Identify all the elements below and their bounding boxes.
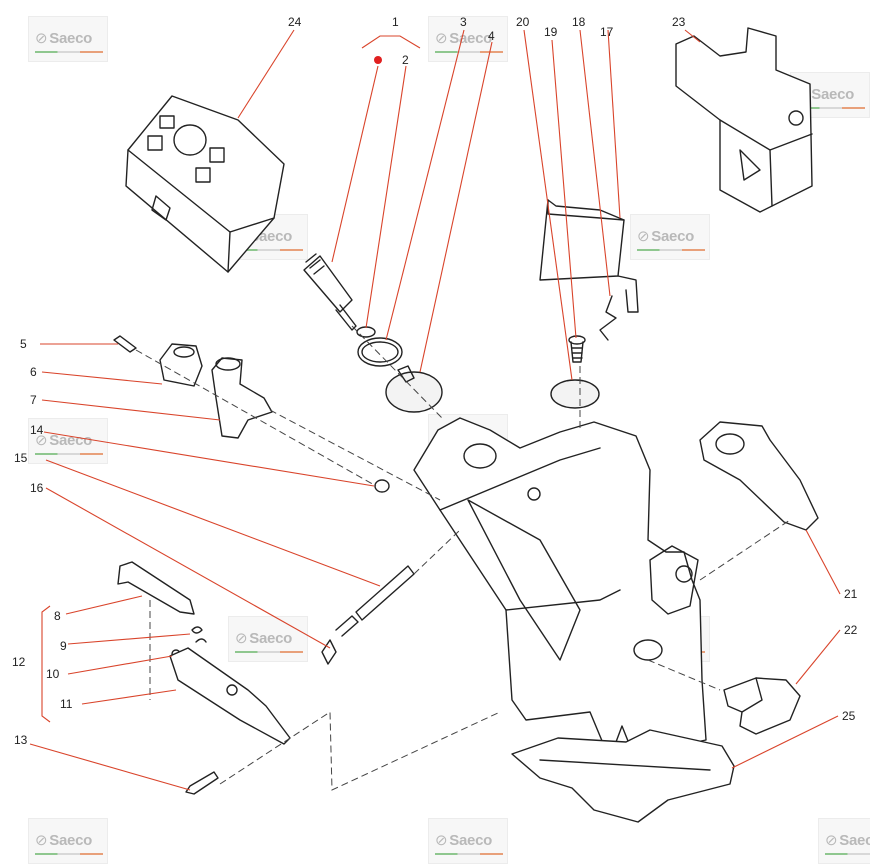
callout-2: 2 bbox=[402, 53, 409, 67]
part-15-pin bbox=[355, 565, 415, 621]
leader-4 bbox=[419, 41, 493, 373]
part-2-small-o-ring bbox=[356, 326, 376, 338]
callout-24: 24 bbox=[288, 15, 302, 29]
callout-10: 10 bbox=[46, 667, 60, 681]
callout-9: 9 bbox=[60, 639, 67, 653]
callout-14: 14 bbox=[30, 423, 44, 437]
saeco-watermark: Saeco bbox=[228, 616, 308, 662]
leader-20 bbox=[523, 29, 573, 381]
callout-19: 19 bbox=[544, 25, 558, 39]
callout-7: 7 bbox=[30, 393, 37, 407]
callout-1: 1 bbox=[392, 15, 399, 29]
part-16-lever-rod bbox=[321, 615, 359, 665]
part-13-screw bbox=[185, 771, 219, 795]
callout-3: 3 bbox=[460, 15, 467, 29]
leader-21 bbox=[805, 529, 841, 595]
leader-lines bbox=[29, 29, 841, 791]
exploded-parts-diagram: Saeco Saeco Saeco Saeco Saeco Saeco Saec… bbox=[0, 0, 870, 834]
leader-13 bbox=[29, 743, 191, 791]
leader-19 bbox=[551, 39, 577, 339]
leader-16 bbox=[45, 487, 331, 649]
assembly-line bbox=[135, 349, 377, 487]
callout-22: 22 bbox=[844, 623, 858, 637]
part-5-screw bbox=[113, 335, 137, 353]
leader-17 bbox=[607, 29, 621, 219]
part-24-cover bbox=[125, 95, 285, 273]
callout-13: 13 bbox=[14, 733, 28, 747]
part-8-clip bbox=[117, 561, 195, 615]
part-4-filter-disc bbox=[385, 365, 443, 413]
callout-11: 11 bbox=[60, 697, 73, 711]
callout-12-bracket bbox=[41, 605, 51, 723]
leader-14 bbox=[43, 431, 375, 487]
callout-16: 16 bbox=[30, 481, 44, 495]
assembly-line bbox=[647, 659, 721, 691]
leader-2 bbox=[365, 65, 407, 329]
callout-20: 20 bbox=[516, 15, 530, 29]
leader-11 bbox=[81, 689, 177, 705]
assembly-line bbox=[699, 519, 791, 581]
saeco-watermark: Saeco bbox=[630, 214, 710, 260]
part-1-valve-stem bbox=[303, 253, 357, 331]
callout-21: 21 bbox=[844, 587, 858, 601]
leader-8 bbox=[65, 595, 143, 615]
leader-3 bbox=[385, 29, 465, 341]
part-18-spring-clip bbox=[599, 295, 617, 341]
highlight-dot bbox=[374, 56, 382, 64]
part-19-screw bbox=[568, 335, 586, 363]
leader-23 bbox=[684, 29, 701, 43]
callout-1-bracket bbox=[361, 35, 421, 49]
callout-8: 8 bbox=[54, 609, 61, 623]
callout-4: 4 bbox=[488, 29, 495, 43]
callout-15: 15 bbox=[14, 451, 28, 465]
part-20-filter-screen bbox=[550, 379, 600, 409]
part-21-arm-assembly bbox=[699, 421, 819, 531]
callout-18: 18 bbox=[572, 15, 586, 29]
saeco-watermark: Saeco bbox=[28, 16, 108, 62]
leader-15 bbox=[45, 459, 381, 587]
part-3-large-o-ring bbox=[357, 337, 403, 367]
assembly-line bbox=[413, 529, 461, 575]
callout-25: 25 bbox=[842, 709, 856, 723]
leader-22 bbox=[795, 629, 841, 685]
part-6-bracket bbox=[159, 343, 203, 387]
leader-25 bbox=[731, 715, 839, 769]
part-22-knob bbox=[723, 677, 801, 735]
leader-10 bbox=[67, 655, 173, 675]
leader-18 bbox=[579, 29, 611, 297]
saeco-watermark: Saeco bbox=[428, 16, 508, 62]
leader-9 bbox=[67, 633, 191, 645]
leader-6 bbox=[41, 371, 163, 385]
assembly-line bbox=[269, 409, 441, 501]
callout-12: 12 bbox=[12, 655, 26, 669]
part-9-spring bbox=[191, 626, 207, 643]
part-23-subassembly bbox=[675, 27, 813, 213]
diagram-canvas: 1 2 3 4 5 6 7 8 9 10 11 12 13 14 15 16 1… bbox=[12, 15, 858, 823]
callout-5: 5 bbox=[20, 337, 27, 351]
part-11-lever-plate bbox=[169, 647, 291, 745]
saeco-watermark: Saeco bbox=[28, 418, 108, 464]
part-25-base-plate bbox=[511, 729, 735, 823]
leader-24 bbox=[237, 29, 295, 119]
leader-7 bbox=[41, 399, 221, 421]
callout-17: 17 bbox=[600, 25, 614, 39]
part-7-valve-body bbox=[211, 357, 273, 439]
part-14-o-ring bbox=[374, 479, 390, 493]
callout-6: 6 bbox=[30, 365, 37, 379]
assembly-line bbox=[219, 711, 501, 791]
callout-23: 23 bbox=[672, 15, 686, 29]
main-brew-group-body bbox=[413, 417, 707, 761]
leader-1 bbox=[331, 65, 379, 263]
